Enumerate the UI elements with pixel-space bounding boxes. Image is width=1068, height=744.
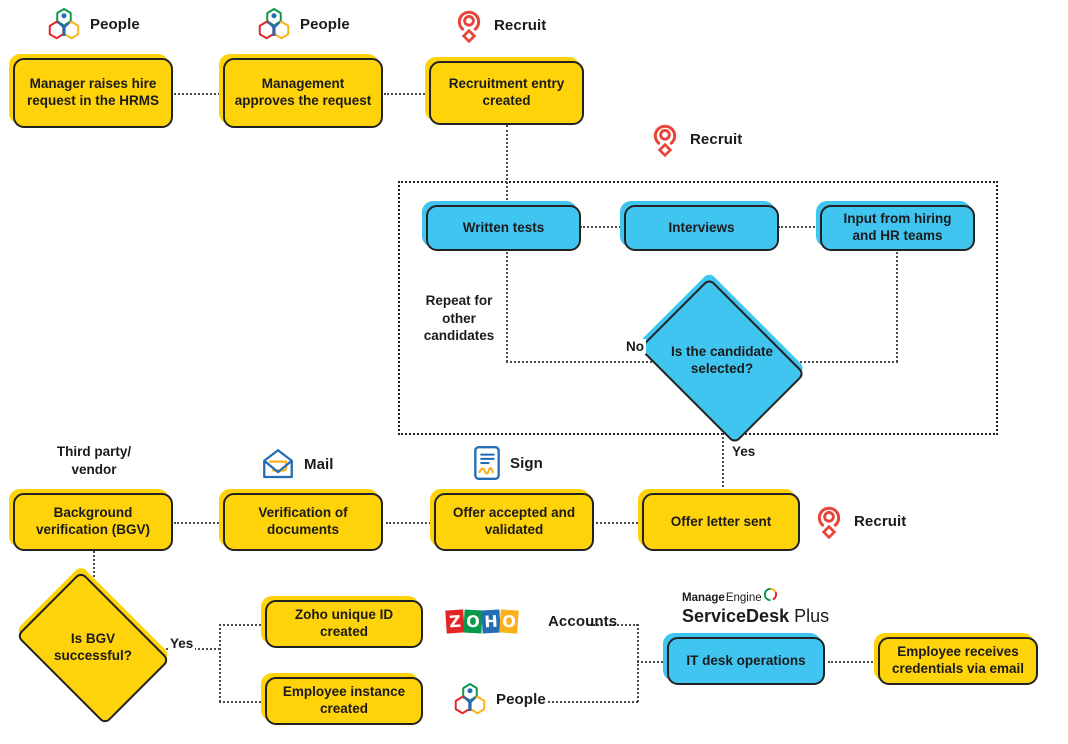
connector-bgv-to-decision bbox=[93, 551, 95, 601]
zoho-people-icon bbox=[48, 8, 80, 40]
manageengine-manage: Manage bbox=[682, 592, 725, 604]
zoho-recruit-icon bbox=[653, 124, 677, 158]
app-badge-recruit-1: Recruit bbox=[452, 4, 546, 46]
zoho-recruit-icon bbox=[817, 506, 841, 540]
connector-no-branch bbox=[506, 361, 656, 363]
connector-accepted-to-verification bbox=[386, 522, 434, 524]
connector-merge-vertical bbox=[637, 624, 639, 702]
zoho-sign-icon bbox=[474, 446, 500, 480]
node-approval-label: Management approves the request bbox=[234, 76, 372, 108]
label-repeat-candidates: Repeat for other candidates bbox=[423, 293, 495, 344]
node-bgv-label: Background verification (BGV) bbox=[35, 505, 151, 537]
node-zoho-id[interactable]: Zoho unique ID created bbox=[265, 600, 423, 648]
servicedesk-text: ServiceDesk bbox=[682, 605, 790, 626]
node-employee-instance[interactable]: Employee instance created bbox=[265, 677, 423, 725]
node-hiring-input[interactable]: Input from hiring and HR teams bbox=[820, 205, 975, 251]
connector-hire-to-approval bbox=[174, 93, 220, 95]
node-offer-accepted-label: Offer accepted and validated bbox=[452, 505, 576, 537]
node-it-desk[interactable]: IT desk operations bbox=[667, 637, 825, 685]
app-badge-people-2: People bbox=[256, 6, 350, 42]
node-recruitment-entry-label: Recruitment entry created bbox=[448, 76, 565, 108]
node-written-tests[interactable]: Written tests bbox=[426, 205, 581, 251]
app-badge-recruit-3: Recruit bbox=[812, 500, 906, 542]
node-bgv-decision[interactable]: Is BGV successful? bbox=[15, 570, 171, 726]
zoho-people-icon bbox=[258, 8, 290, 40]
node-interviews[interactable]: Interviews bbox=[624, 205, 779, 251]
label-no: No bbox=[624, 339, 646, 354]
app-name-people-1: People bbox=[90, 15, 140, 33]
app-name-recruit-1: Recruit bbox=[494, 16, 547, 34]
zoho-recruit-icon bbox=[457, 10, 481, 44]
plus-text: Plus bbox=[794, 605, 830, 626]
app-name-mail: Mail bbox=[304, 455, 334, 473]
connector-tests-to-interviews bbox=[580, 226, 624, 228]
connector-to-employee-instance bbox=[219, 701, 265, 703]
connector-interviews-to-input bbox=[778, 226, 822, 228]
zoho-mail-icon bbox=[263, 449, 293, 479]
app-badge-mail: Mail bbox=[260, 447, 334, 481]
node-hiring-input-label: Input from hiring and HR teams bbox=[843, 211, 952, 243]
connector-input-down bbox=[896, 252, 898, 362]
label-yes-bgv: Yes bbox=[168, 636, 196, 651]
app-name-recruit-2: Recruit bbox=[690, 130, 743, 148]
connector-bgv-split bbox=[219, 624, 221, 702]
connector-input-return bbox=[788, 361, 898, 363]
recruiting-loop-group bbox=[398, 181, 998, 435]
node-verification-documents-label: Verification of documents bbox=[258, 505, 348, 537]
node-hire-request[interactable]: Manager raises hire request in the HRMS bbox=[13, 58, 173, 128]
connector-approval-to-entry bbox=[384, 93, 428, 95]
node-bgv[interactable]: Background verification (BGV) bbox=[13, 493, 173, 551]
connector-verification-to-bgv bbox=[174, 522, 222, 524]
zoho-logo-icon: Z O H O bbox=[445, 608, 519, 634]
node-offer-letter-sent-label: Offer letter sent bbox=[670, 513, 772, 529]
connector-itdesk-to-credentials bbox=[828, 661, 876, 663]
connector-accounts-to-merge bbox=[590, 624, 638, 626]
zoho-letter-z: Z bbox=[445, 608, 465, 634]
zoho-letter-h: H bbox=[481, 609, 501, 633]
node-candidate-decision[interactable]: Is the candidate selected? bbox=[638, 277, 806, 445]
node-credentials-email-label: Employee receives credentials via email bbox=[891, 644, 1025, 676]
connector-entry-to-group bbox=[506, 125, 508, 220]
node-approval[interactable]: Management approves the request bbox=[223, 58, 383, 128]
node-recruitment-entry[interactable]: Recruitment entry created bbox=[429, 61, 584, 125]
node-offer-letter-sent[interactable]: Offer letter sent bbox=[642, 493, 800, 551]
app-name-people-3: People bbox=[496, 690, 546, 708]
label-third-party-vendor: Third party/ vendor bbox=[56, 444, 132, 477]
bgv-decision-label: Is BGV successful? bbox=[53, 631, 133, 663]
connector-yes-branch bbox=[722, 410, 724, 498]
app-name-recruit-3: Recruit bbox=[854, 512, 907, 530]
node-verification-documents[interactable]: Verification of documents bbox=[223, 493, 383, 551]
app-badge-recruit-2: Recruit bbox=[648, 118, 742, 160]
node-it-desk-label: IT desk operations bbox=[686, 652, 806, 668]
node-hire-request-label: Manager raises hire request in the HRMS bbox=[26, 76, 159, 108]
connector-offer-to-accepted bbox=[596, 522, 642, 524]
candidate-decision-label: Is the candidate selected? bbox=[670, 344, 774, 376]
zoho-letter-o1: O bbox=[463, 609, 483, 633]
zoho-people-icon bbox=[454, 683, 486, 715]
app-badge-accounts: Z O H O Accounts bbox=[445, 608, 618, 634]
manageengine-swirl-icon bbox=[763, 588, 777, 601]
manageengine-engine: Engine bbox=[725, 592, 762, 604]
node-offer-accepted[interactable]: Offer accepted and validated bbox=[434, 493, 594, 551]
node-zoho-id-label: Zoho unique ID created bbox=[294, 607, 394, 639]
node-credentials-email[interactable]: Employee receives credentials via email bbox=[878, 637, 1038, 685]
connector-tests-down bbox=[506, 252, 508, 362]
app-badge-sign: Sign bbox=[472, 444, 543, 482]
node-written-tests-label: Written tests bbox=[462, 219, 545, 235]
connector-people-to-merge bbox=[548, 701, 638, 703]
app-badge-people-3: People bbox=[452, 681, 546, 717]
connector-merge-to-itdesk bbox=[637, 661, 667, 663]
app-name-sign: Sign bbox=[510, 454, 543, 472]
node-employee-instance-label: Employee instance created bbox=[282, 684, 406, 716]
node-interviews-label: Interviews bbox=[668, 219, 735, 235]
connector-to-zoho-id bbox=[219, 624, 265, 626]
zoho-letter-o2: O bbox=[499, 608, 519, 634]
app-name-accounts: Accounts bbox=[548, 612, 618, 630]
label-yes-candidate: Yes bbox=[730, 444, 758, 459]
app-badge-people-1: People bbox=[46, 6, 140, 42]
servicedesk-plus-wordmark: ServiceDesk Plus bbox=[682, 606, 829, 627]
app-name-people-2: People bbox=[300, 15, 350, 33]
